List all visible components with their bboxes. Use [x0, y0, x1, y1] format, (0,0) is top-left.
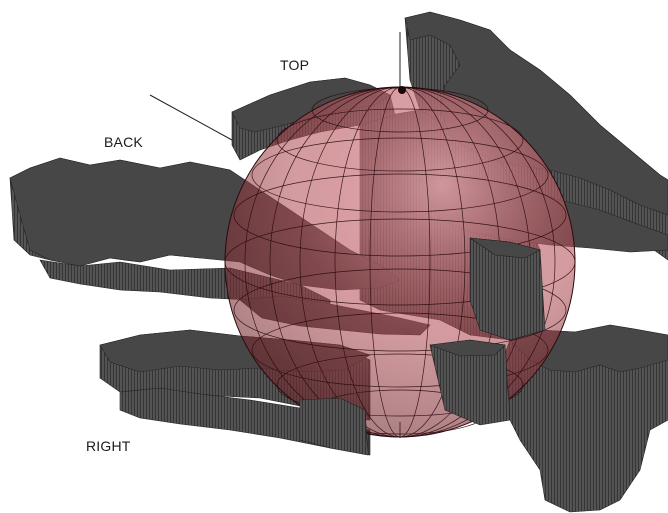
- view-label-top: TOP: [280, 57, 310, 73]
- sphere-latitude-lines: [224, 87, 576, 435]
- sphere-pole: [398, 86, 406, 94]
- back-axis-line: [149, 94, 233, 141]
- view-label-back: BACK: [104, 134, 143, 150]
- view-label-right: RIGHT: [86, 438, 131, 454]
- terrain-foreground: [299, 237, 546, 456]
